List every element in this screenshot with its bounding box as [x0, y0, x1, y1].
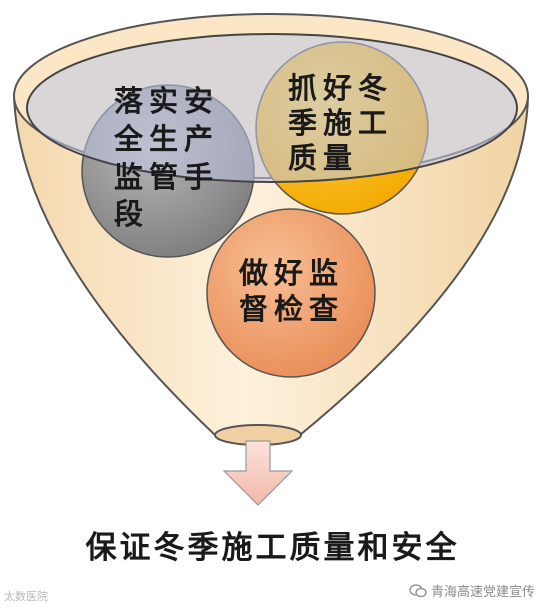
watermark-right-label: 青海高速党建宣传 [430, 585, 535, 600]
wechat-icon [409, 583, 427, 597]
watermark-left: 太数医院 [4, 590, 48, 603]
conclusion-text: 保证冬季施工质量和安全 [85, 530, 460, 566]
arrow-down-icon [222, 440, 294, 506]
yellow-circle-line-2: 季施工 [288, 106, 393, 140]
gray-circle-line-2: 全生产 [113, 122, 219, 156]
orange-circle-line-1: 做好监 [238, 256, 344, 290]
gray-circle-line-4: 段 [114, 197, 149, 231]
funnel-rim-inner [26, 33, 518, 183]
watermark-right: 青海高速党建宣传 [409, 581, 535, 600]
gray-circle-line-1: 落实安 [114, 84, 219, 118]
gray-circle-line-3: 监管手 [114, 160, 219, 194]
orange-circle-line-2: 督检查 [239, 292, 344, 326]
yellow-circle-line-3: 质量 [288, 141, 358, 175]
circle-orange [206, 208, 376, 378]
yellow-circle-line-1: 抓好冬 [288, 71, 393, 105]
